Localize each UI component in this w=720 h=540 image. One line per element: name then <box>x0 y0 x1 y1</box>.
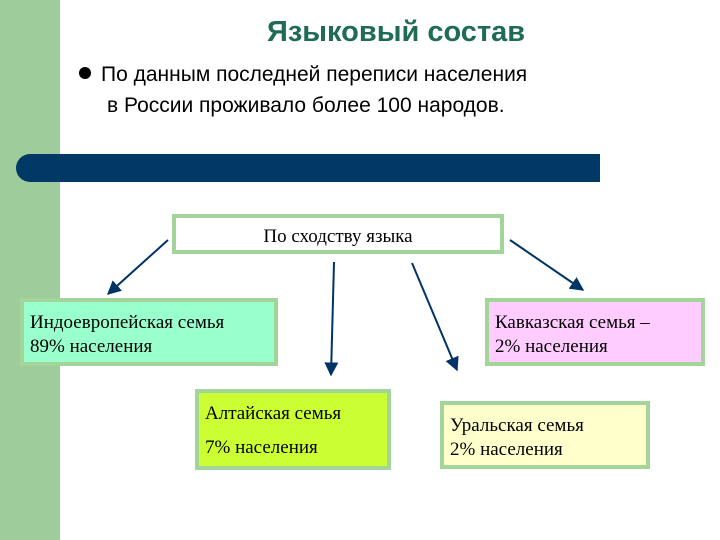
node-altaic-name: Алтайская семья <box>205 403 342 424</box>
slide-title: Языковый состав <box>267 16 526 48</box>
node-uralic-name: Уральская семья <box>450 415 584 436</box>
arrow-to-indo <box>106 239 169 295</box>
arrow-to-ural <box>411 262 459 372</box>
arrow-to-altai <box>324 261 339 377</box>
node-indo-european: Индоевропейская семья 89% населения <box>20 298 278 366</box>
node-indo-european-name: Индоевропейская семья <box>30 312 225 333</box>
bullet-line-1: По данным последней переписи населения <box>101 63 528 86</box>
arrow-to-caucasus <box>509 239 585 291</box>
node-caucasian-share: 2% населения <box>495 336 608 357</box>
node-indo-european-share: 89% населения <box>30 336 153 357</box>
node-caucasian-name: Кавказская семья – <box>495 312 650 333</box>
bullet-text: По данным последней переписи населения в… <box>101 59 701 121</box>
node-altaic: Алтайская семья 7% населения <box>195 389 391 470</box>
left-green-band <box>0 0 60 540</box>
divider-bar <box>16 154 600 182</box>
root-node: По сходству языка <box>172 214 504 254</box>
bullet-line-2: в России проживало более 100 народов. <box>107 94 505 117</box>
title-backdrop <box>60 0 255 168</box>
node-uralic: Уральская семья 2% населения <box>440 401 650 469</box>
node-uralic-share: 2% населения <box>450 439 563 460</box>
node-altaic-share: 7% населения <box>205 437 318 458</box>
node-caucasian: Кавказская семья – 2% населения <box>485 298 705 366</box>
bullet-dot-icon <box>79 67 91 79</box>
